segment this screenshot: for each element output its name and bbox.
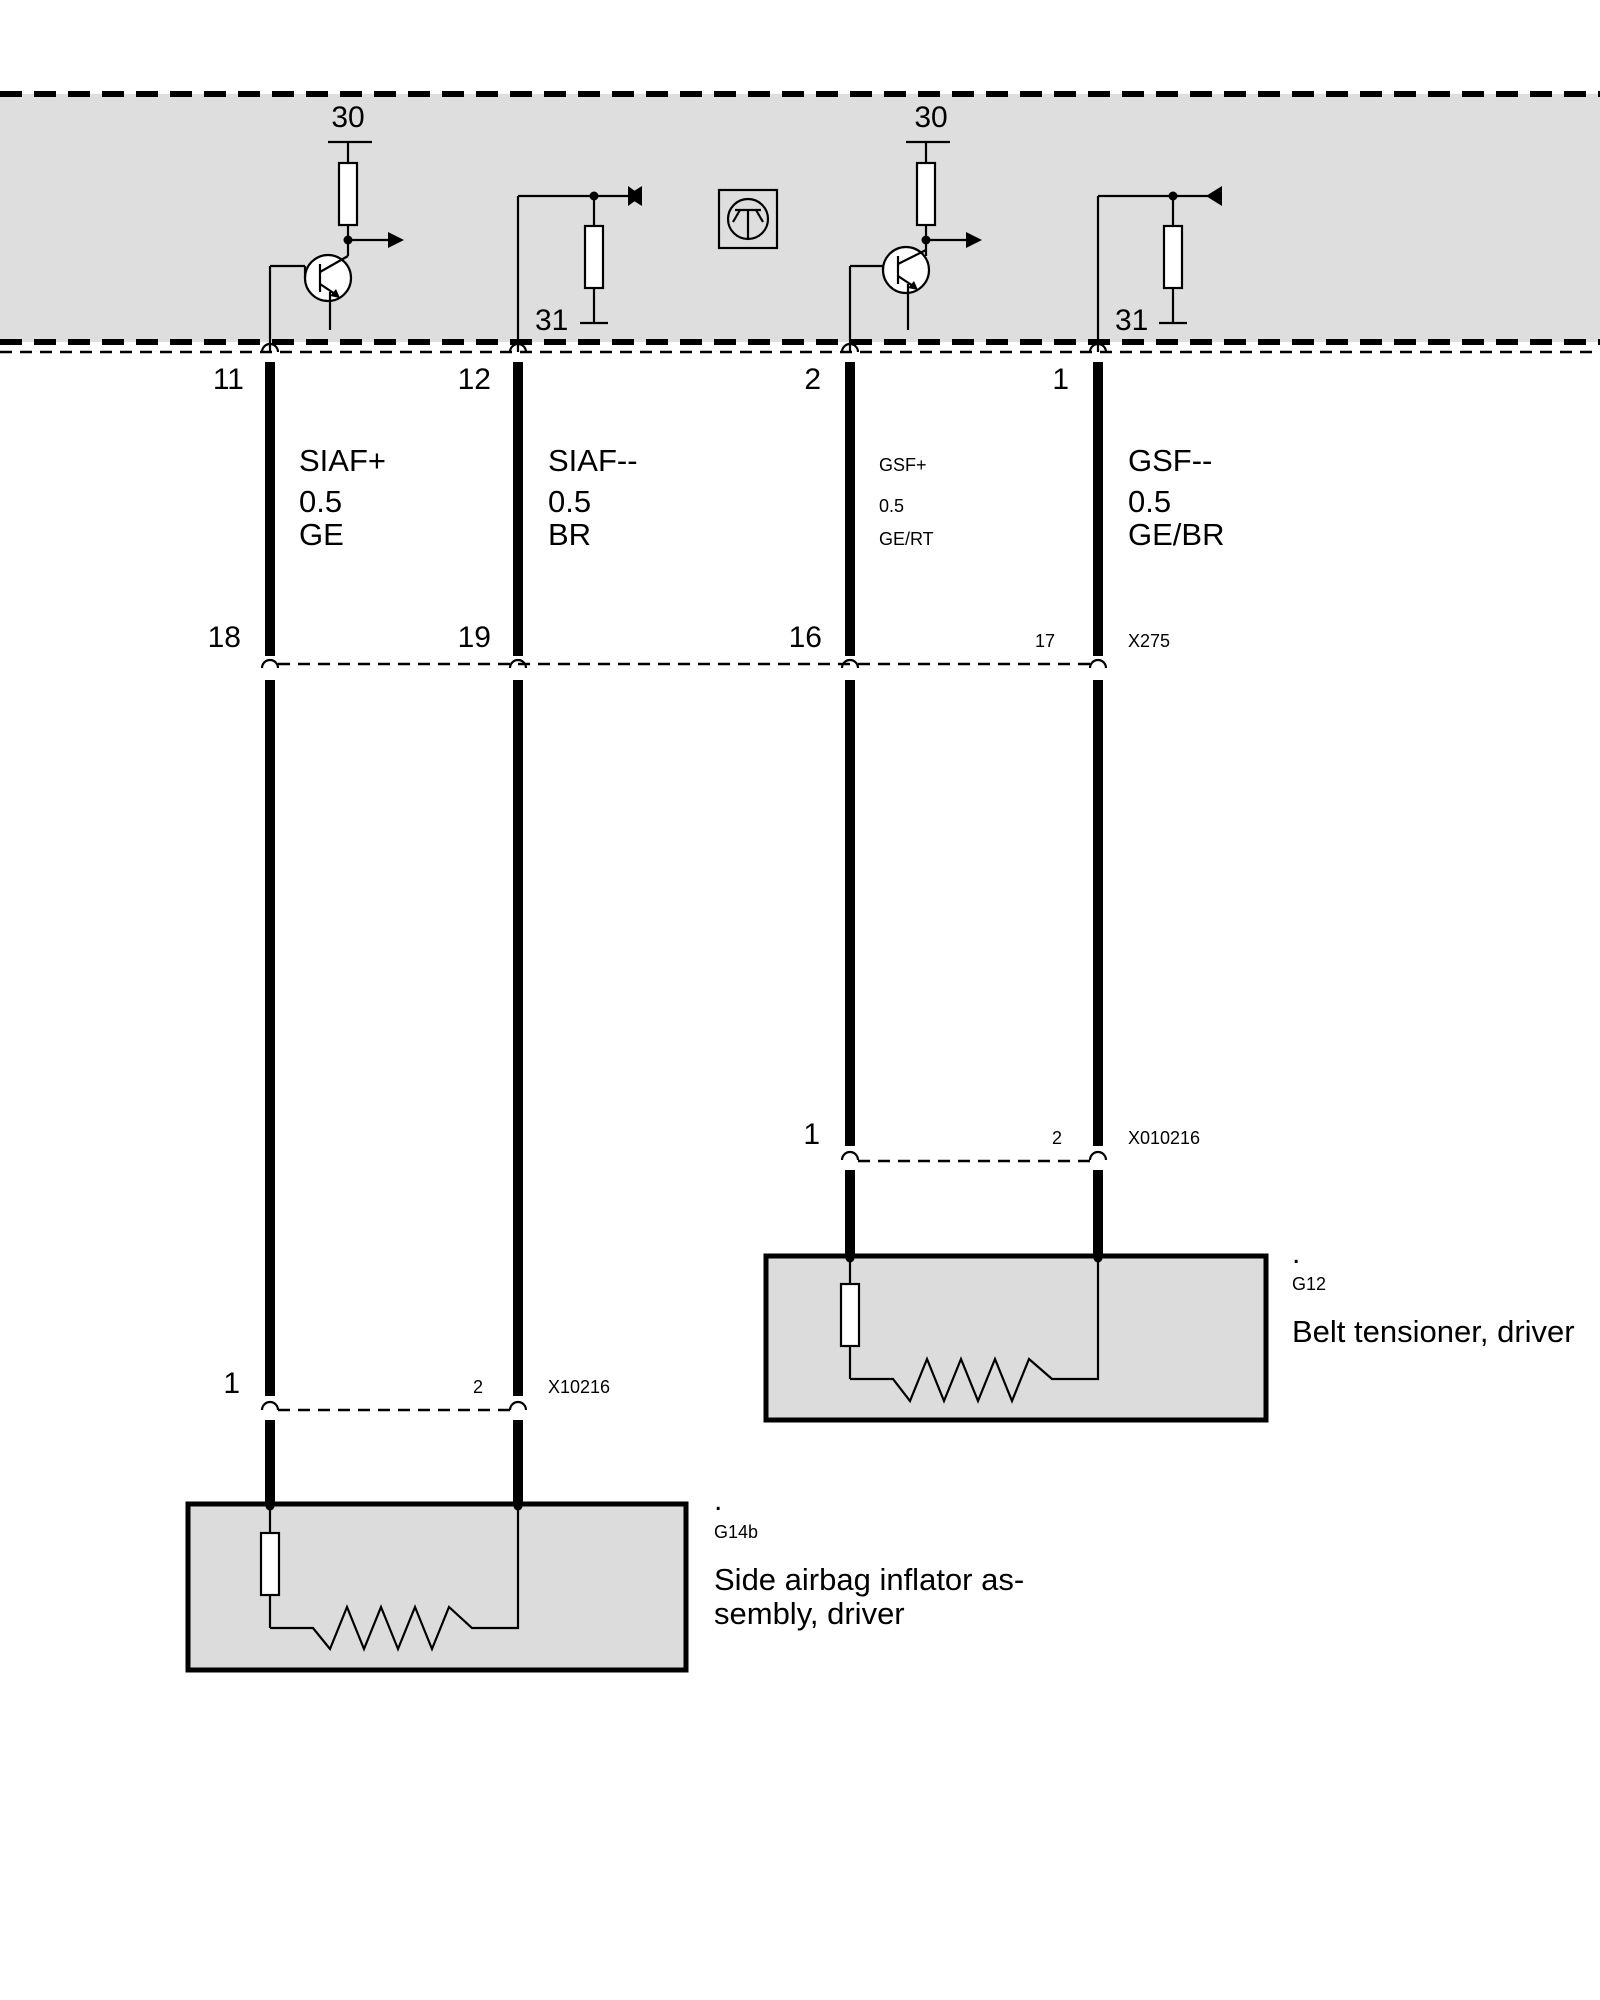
pin-label: 2 xyxy=(804,363,821,396)
pin-label: 2 xyxy=(473,1377,483,1397)
pin-label: 17 xyxy=(1035,631,1055,651)
color-label: GE xyxy=(299,517,344,552)
wire-siaf-minus xyxy=(508,342,528,1504)
signal-label: GSF+ xyxy=(879,455,927,475)
pin-label: 11 xyxy=(213,363,244,396)
component-code: G12 xyxy=(1292,1274,1326,1294)
signal-label: SIAF-- xyxy=(548,443,638,478)
wire-gsf-plus xyxy=(840,342,860,1256)
signal-label: GSF-- xyxy=(1128,443,1212,478)
ground-pulldown-right xyxy=(1096,186,1222,352)
wire-siaf-plus xyxy=(260,342,280,1504)
ground-label-left: 31 xyxy=(535,304,568,337)
component-dot: . xyxy=(714,1484,722,1517)
component-code: G14b xyxy=(714,1522,758,1542)
connector-x275-label: X275 xyxy=(1128,631,1170,651)
transistor-driver-right xyxy=(848,140,982,352)
pin-label: 12 xyxy=(458,363,491,396)
component-description-line1: Side airbag inflator as- xyxy=(714,1562,1024,1597)
component-g12-box xyxy=(763,1253,1269,1423)
pin-label: 1 xyxy=(1052,363,1069,396)
supply-label-left: 30 xyxy=(331,101,364,134)
pin-label: 2 xyxy=(1052,1128,1062,1148)
ground-pulldown-left xyxy=(516,186,642,352)
supply-label-right: 30 xyxy=(914,101,947,134)
component-description: Belt tensioner, driver xyxy=(1292,1314,1575,1349)
component-dot: . xyxy=(1292,1237,1300,1270)
gauge-label: 0.5 xyxy=(879,496,904,516)
connector-x10216-label: X10216 xyxy=(548,1377,610,1397)
wire-gsf-minus xyxy=(1088,342,1108,1256)
transistor-symbol-icon xyxy=(717,188,779,250)
gauge-label: 0.5 xyxy=(1128,484,1171,519)
pin-label: 19 xyxy=(458,621,491,654)
pin-label: 18 xyxy=(208,621,241,654)
transistor-driver-left xyxy=(268,140,404,352)
color-label: GE/BR xyxy=(1128,517,1224,552)
pin-label: 1 xyxy=(223,1367,240,1400)
gauge-label: 0.5 xyxy=(299,484,342,519)
ground-label-right: 31 xyxy=(1115,304,1148,337)
component-g14b-box xyxy=(185,1501,689,1673)
control-unit-area xyxy=(0,94,1600,342)
gauge-label: 0.5 xyxy=(548,484,591,519)
pin-label: 1 xyxy=(803,1118,820,1151)
connector-x010216-label: X010216 xyxy=(1128,1128,1200,1148)
pin-label: 16 xyxy=(789,621,822,654)
component-description-line2: sembly, driver xyxy=(714,1596,905,1631)
signal-label: SIAF+ xyxy=(299,443,386,478)
color-label: GE/RT xyxy=(879,529,934,549)
color-label: BR xyxy=(548,517,591,552)
